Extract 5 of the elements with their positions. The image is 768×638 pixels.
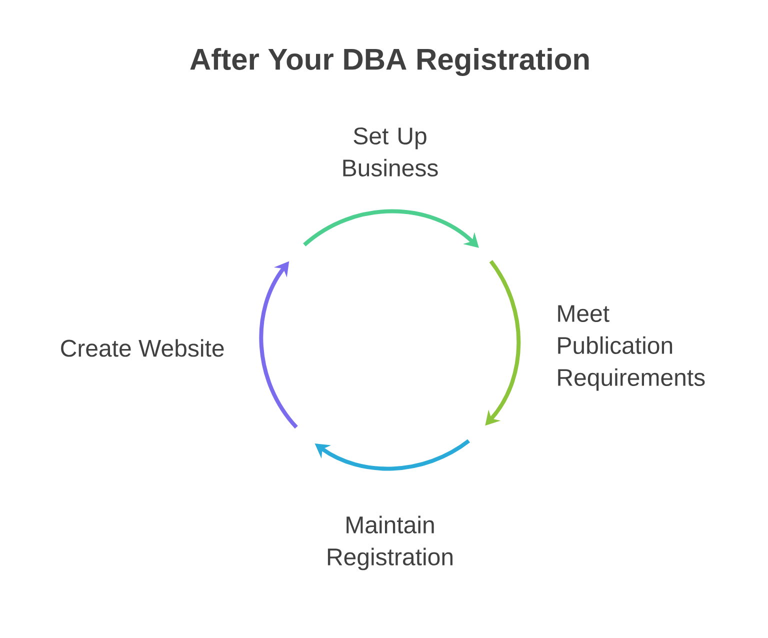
step-label: Meet Publication Requirements bbox=[558, 305, 705, 391]
step-label: Set Up Business bbox=[343, 127, 438, 176]
step-label: Create Website bbox=[61, 339, 224, 357]
title: After Your DBA Registration bbox=[190, 48, 589, 76]
step-label: Maintain Registration bbox=[328, 516, 452, 570]
